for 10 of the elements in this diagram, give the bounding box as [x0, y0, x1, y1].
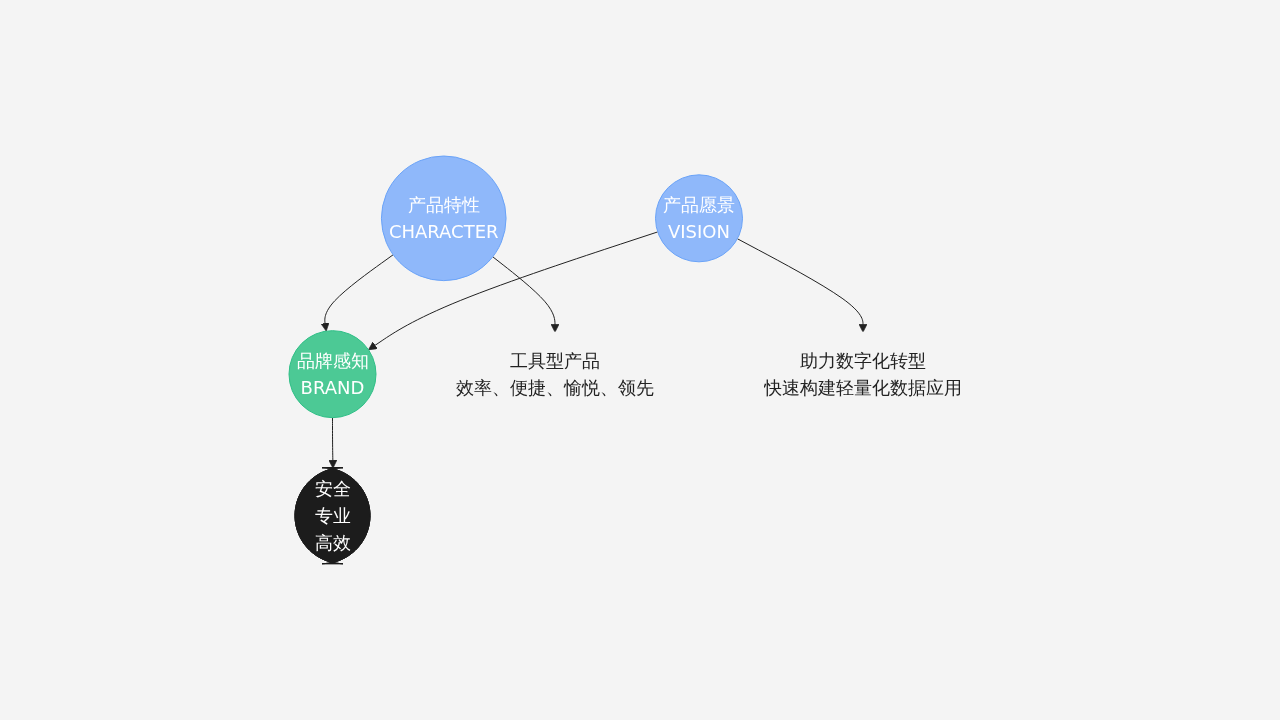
node-text: 助力数字化转型 快速构建轻量化数据应用	[763, 350, 962, 399]
arrow	[736, 238, 867, 333]
node-circle: 品牌感知 BRAND	[288, 330, 376, 419]
node-circle: 产品愿景 VISION	[654, 174, 743, 263]
node-text: 工具型产品 效率、便捷、愉悦、领先	[455, 350, 654, 399]
node-circle: 产品特性 CHARACTER	[380, 155, 507, 282]
arrow	[367, 231, 658, 351]
arrow	[320, 254, 394, 332]
arrow	[491, 256, 559, 333]
arrow	[327, 417, 337, 469]
